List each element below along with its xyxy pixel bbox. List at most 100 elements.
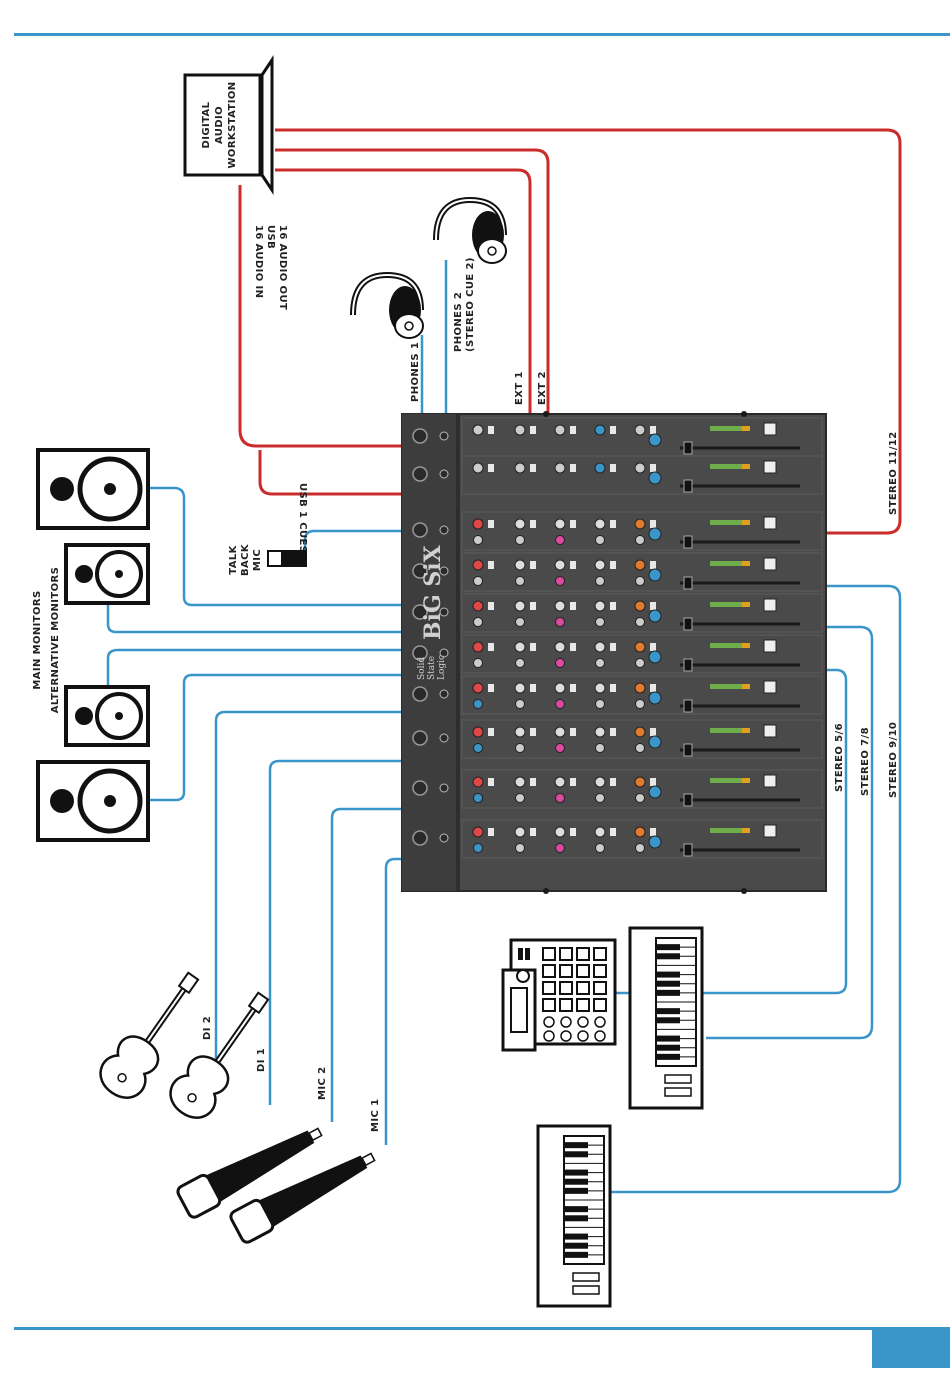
console-maker-3: Logic: [437, 655, 447, 680]
switch: [610, 643, 616, 651]
switch: [610, 602, 616, 610]
drum-pad: [594, 965, 606, 977]
switch: [610, 561, 616, 569]
pan-knob: [649, 651, 661, 663]
knob: [516, 536, 525, 545]
meter-peak: [742, 520, 750, 525]
switch: [530, 728, 536, 736]
knob: [635, 683, 645, 693]
knob: [474, 700, 483, 709]
ext-2-label: EXT 2: [537, 371, 548, 405]
knob: [595, 601, 605, 611]
switch: [570, 602, 576, 610]
pan-knob: [649, 836, 661, 848]
pad-knob: [595, 1017, 605, 1027]
black-key: [656, 990, 680, 996]
black-key: [656, 953, 680, 959]
switch: [488, 561, 494, 569]
phones-1-label: PHONES 1: [410, 342, 421, 402]
knob: [474, 794, 483, 803]
black-key: [656, 972, 680, 978]
small-jack: [440, 432, 448, 440]
knob: [555, 601, 565, 611]
screw: [741, 411, 747, 417]
knob: [555, 777, 565, 787]
page-number-tab: [872, 1330, 950, 1368]
mic-1-cable: [386, 859, 402, 1145]
knob: [515, 601, 525, 611]
alt-monitor-left-cable: [108, 650, 402, 712]
black-key: [656, 981, 680, 987]
knob: [474, 536, 483, 545]
knob: [474, 744, 483, 753]
fader-cap: [684, 659, 692, 671]
pan-knob: [649, 786, 661, 798]
knob: [635, 642, 645, 652]
meter-peak: [742, 426, 750, 431]
knob: [556, 744, 565, 753]
switch: [650, 684, 656, 692]
knob: [595, 463, 605, 473]
knob: [555, 642, 565, 652]
button: [764, 640, 776, 652]
meter-peak: [742, 778, 750, 783]
fader-cap: [684, 794, 692, 806]
knob: [595, 777, 605, 787]
drum-pad: [577, 982, 589, 994]
meter-peak: [742, 728, 750, 733]
switch: [488, 728, 494, 736]
black-key: [564, 1252, 588, 1258]
switch: [488, 602, 494, 610]
knob: [596, 659, 605, 668]
daw-label-3: WORKSTATION: [227, 81, 238, 168]
switch: [530, 464, 536, 472]
knob: [473, 425, 483, 435]
switch: [488, 464, 494, 472]
knob: [515, 683, 525, 693]
mic-2-label: MIC 2: [317, 1067, 328, 1100]
knob: [515, 560, 525, 570]
drum-pad: [594, 948, 606, 960]
fader-cap: [684, 577, 692, 589]
mic-2-cable: [332, 809, 402, 1122]
knob: [516, 659, 525, 668]
switch: [570, 728, 576, 736]
knob: [515, 827, 525, 837]
knob: [474, 659, 483, 668]
knob: [515, 727, 525, 737]
button: [764, 423, 776, 435]
keyboard-1-keys: [656, 938, 696, 1066]
knob: [636, 536, 645, 545]
knob: [595, 425, 605, 435]
switch: [610, 778, 616, 786]
screw: [543, 888, 549, 894]
knob: [596, 794, 605, 803]
small-jack: [440, 784, 448, 792]
knob: [556, 844, 565, 853]
button: [764, 517, 776, 529]
pad-knob: [544, 1031, 554, 1041]
button: [764, 599, 776, 611]
console-brand: BiG SiX: [420, 544, 446, 640]
pan-knob: [649, 736, 661, 748]
knob: [474, 618, 483, 627]
switch: [650, 602, 656, 610]
switch: [488, 426, 494, 434]
ext-1-label: EXT 1: [514, 371, 525, 405]
alt-monitor-top-icon: [66, 545, 148, 603]
knob: [556, 659, 565, 668]
knob: [555, 463, 565, 473]
knob: [556, 794, 565, 803]
knob: [636, 744, 645, 753]
phones-2-label-2: (STEREO CUE 2): [465, 257, 476, 352]
main-monitor-left-cable: [148, 675, 402, 800]
main-monitor-right-cable: [148, 488, 402, 605]
knob: [556, 618, 565, 627]
knob: [636, 844, 645, 853]
knob: [515, 463, 525, 473]
pan-knob: [649, 692, 661, 704]
knob: [596, 744, 605, 753]
talkback-cable: [305, 531, 402, 555]
screw: [543, 411, 549, 417]
drum-pad: [543, 948, 555, 960]
